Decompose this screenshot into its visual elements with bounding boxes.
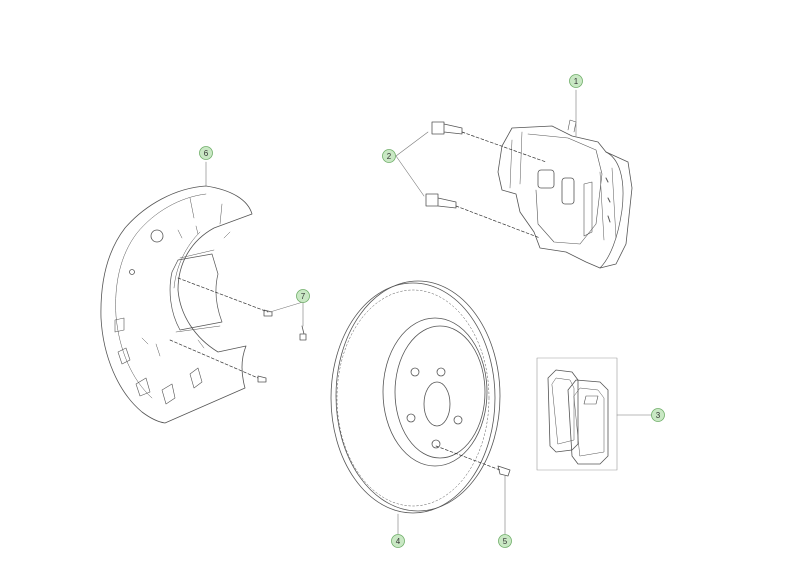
disc-screw[interactable] — [497, 465, 511, 535]
callout-3[interactable]: 3 — [651, 408, 665, 422]
callout-label: 1 — [574, 77, 579, 86]
callout-label: 7 — [301, 292, 306, 301]
callout-2[interactable]: 2 — [382, 149, 396, 163]
callout-1[interactable]: 1 — [569, 74, 583, 88]
dust-shield-screws[interactable] — [169, 277, 307, 383]
brake-disc[interactable] — [330, 280, 501, 535]
caliper[interactable] — [497, 89, 633, 269]
callout-7[interactable]: 7 — [296, 289, 310, 303]
callout-bubble — [651, 408, 665, 422]
callout-label: 6 — [204, 149, 209, 158]
callout-label: 2 — [387, 152, 392, 161]
callout-bubble — [391, 534, 405, 548]
callout-label: 3 — [656, 411, 661, 420]
callout-4[interactable]: 4 — [391, 534, 405, 548]
callout-bubble — [498, 534, 512, 548]
callout-bubble — [199, 146, 213, 160]
callout-label: 5 — [503, 537, 508, 546]
callout-label: 4 — [396, 537, 401, 546]
callout-5[interactable]: 5 — [498, 534, 512, 548]
callout-bubble — [382, 149, 396, 163]
callout-layer: 1 2 3 4 5 6 7 — [199, 74, 665, 548]
dust-shield[interactable] — [100, 161, 253, 424]
callout-6[interactable]: 6 — [199, 146, 213, 160]
callout-bubble — [296, 289, 310, 303]
brake-pads[interactable] — [536, 357, 653, 471]
callout-bubble — [569, 74, 583, 88]
caliper-bolts[interactable] — [395, 121, 547, 239]
